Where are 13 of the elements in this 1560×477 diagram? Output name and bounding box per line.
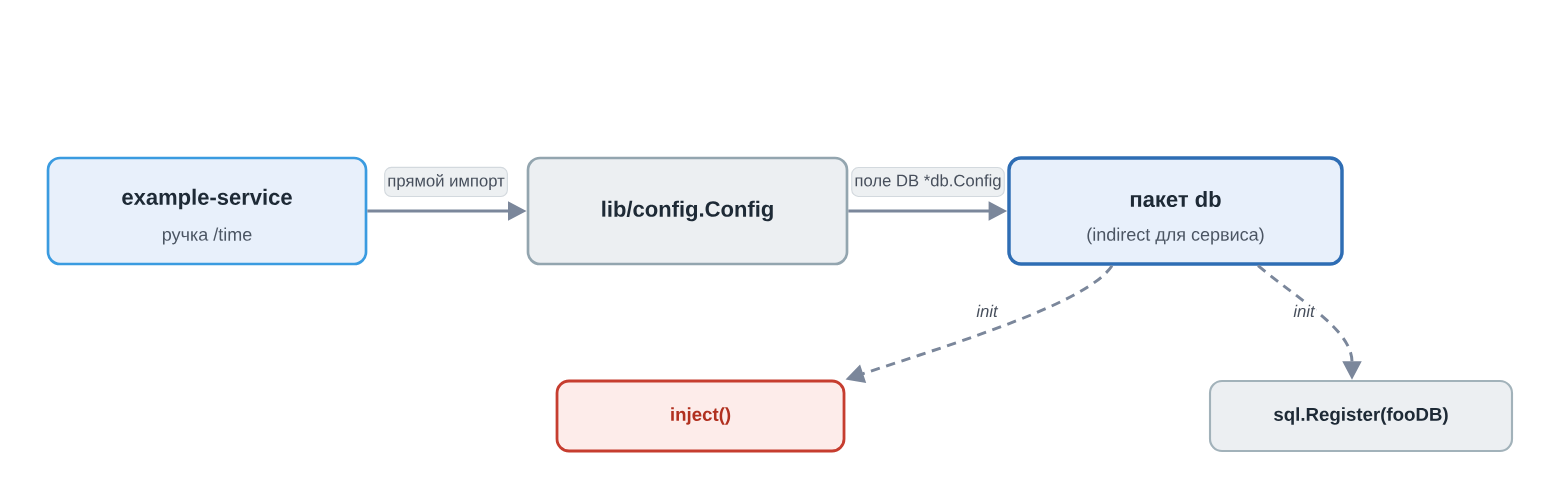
box-title: example-service — [122, 188, 292, 210]
function-box: inject() — [555, 379, 846, 453]
function-box: sql.Register(fooDB) — [1208, 379, 1514, 453]
module-box — [1007, 156, 1344, 266]
edge-label: прямой импорт — [384, 166, 508, 198]
edge-label: init — [1291, 302, 1317, 320]
module-box: lib/config.Config — [526, 156, 849, 266]
box-title: пакет db — [1130, 190, 1221, 208]
edge-label: init — [974, 302, 1000, 320]
box-subtitle: ручка /time — [162, 227, 252, 245]
edge-label: поле DB *db.Config — [851, 167, 1005, 197]
box-subtitle: (indirect для сервиса) — [1087, 227, 1264, 245]
module-box — [46, 156, 368, 266]
